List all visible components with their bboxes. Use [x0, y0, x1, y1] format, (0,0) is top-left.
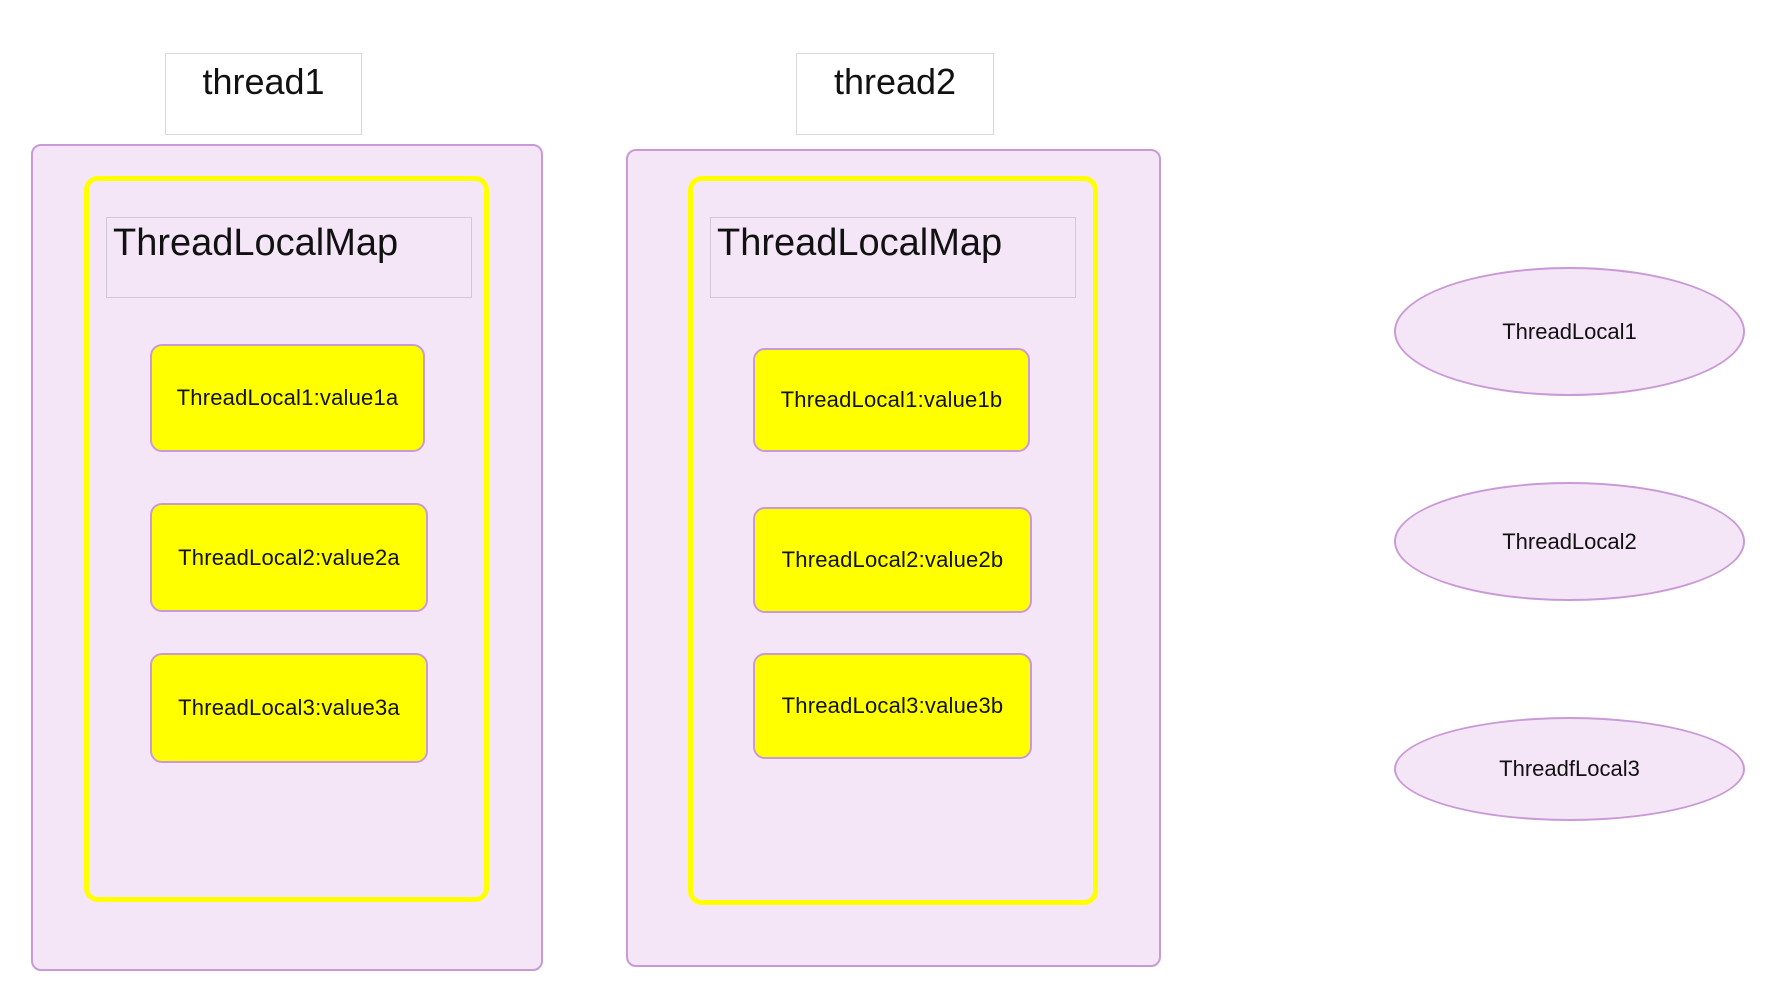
thread2-entry-1: ThreadLocal1:value1b	[753, 348, 1030, 452]
thread1-entry-3: ThreadLocal3:value3a	[150, 653, 428, 763]
thread2-threadlocalmap	[688, 176, 1098, 905]
thread1-entry-2: ThreadLocal2:value2a	[150, 503, 428, 612]
thread1-map-title: ThreadLocalMap	[106, 217, 472, 298]
thread1-label: thread1	[165, 53, 362, 135]
thread1-threadlocalmap	[84, 176, 489, 902]
thread1-entry-1: ThreadLocal1:value1a	[150, 344, 425, 452]
threadlocal2-node: ThreadLocal2	[1394, 482, 1745, 601]
thread2-entry-3: ThreadLocal3:value3b	[753, 653, 1032, 759]
thread2-entry-2: ThreadLocal2:value2b	[753, 507, 1032, 613]
thread2-map-title: ThreadLocalMap	[710, 217, 1076, 298]
threadlocal3-node: ThreadfLocal3	[1394, 717, 1745, 821]
thread2-label: thread2	[796, 53, 994, 135]
threadlocal1-node: ThreadLocal1	[1394, 267, 1745, 396]
